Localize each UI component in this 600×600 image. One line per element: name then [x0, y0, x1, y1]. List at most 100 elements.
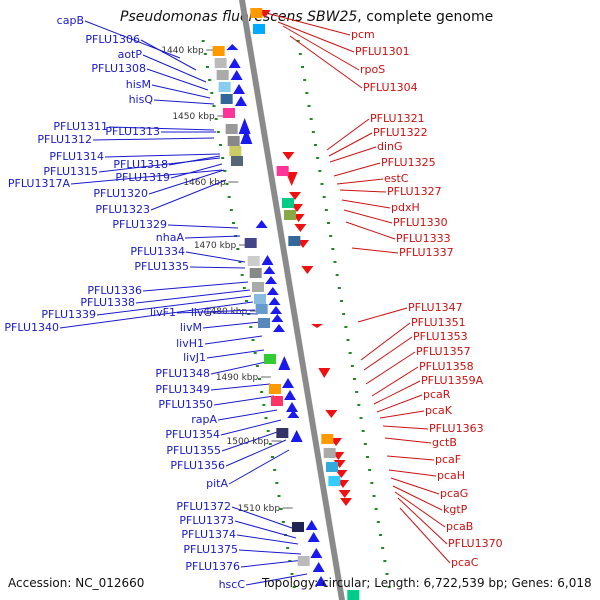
right-gene-label: pcaH: [437, 469, 465, 482]
ruler-tick: [216, 131, 220, 133]
right-label-leader: [399, 507, 451, 564]
ruler-tick: [320, 183, 324, 185]
left-label-leader: [153, 99, 215, 105]
left-gene-label: capB: [57, 14, 84, 27]
ruler-tick: [262, 404, 266, 406]
ruler-tick: [255, 365, 259, 367]
feature-block: [326, 462, 338, 472]
right-label-leader: [277, 21, 355, 53]
left-label-leader: [92, 137, 215, 141]
right-gene-label: pcaR: [423, 388, 451, 401]
forward-gene-arrow: [282, 378, 294, 388]
ruler-tick: [331, 248, 335, 250]
feature-block: [347, 590, 360, 600]
forward-gene-arrow: [228, 58, 241, 68]
feature-block: [254, 294, 266, 304]
right-gene-label: PFLU1327: [387, 185, 442, 198]
right-gene-label: kgtP: [443, 503, 468, 516]
ruler-tick: [279, 508, 283, 510]
left-label-leader: [231, 506, 293, 529]
left-label-leader: [168, 155, 221, 166]
ruler-tick: [387, 586, 391, 588]
feature-block: [282, 198, 294, 208]
right-label-leader: [360, 322, 411, 361]
right-gene-label: PFLU1347: [408, 301, 463, 314]
reverse-gene-arrow: [294, 224, 307, 232]
ruler-tick: [242, 287, 246, 289]
left-label-leader: [185, 251, 246, 263]
ruler-tick: [288, 560, 292, 562]
left-gene-label: PFLU1354: [165, 428, 220, 441]
feature-block: [297, 556, 310, 566]
forward-gene-arrow: [273, 324, 285, 332]
ruler-tick: [229, 209, 233, 211]
feature-block: [227, 136, 240, 146]
ruler-tick: [201, 40, 205, 42]
right-label-leader: [371, 366, 419, 397]
left-label-leader: [189, 266, 246, 269]
forward-gene-arrow: [312, 562, 325, 572]
ruler-tick: [208, 79, 212, 81]
ruler-tick: [346, 339, 350, 341]
reverse-gene-arrow: [318, 368, 331, 378]
left-gene-label: PFLU1348: [155, 367, 210, 380]
right-gene-label: PFLU1321: [370, 112, 425, 125]
forward-gene-arrow: [261, 255, 274, 265]
left-label-leader: [142, 54, 207, 83]
left-gene-label: PFLU1314: [49, 150, 104, 163]
right-label-leader: [388, 469, 437, 477]
right-gene-label: estC: [384, 172, 409, 185]
feature-block: [231, 156, 243, 166]
left-label-leader: [167, 224, 239, 229]
feature-block: [225, 124, 238, 134]
feature-block: [258, 318, 270, 328]
forward-gene-arrow: [233, 84, 245, 94]
left-gene-label: PFLU1374: [181, 528, 236, 541]
forward-gene-arrow: [284, 390, 296, 400]
forward-gene-arrow: [310, 548, 323, 558]
left-gene-label: PFLU1376: [185, 560, 240, 573]
feature-block: [284, 210, 296, 220]
ruler-tick: [379, 534, 382, 536]
right-gene-label: pcaB: [446, 520, 473, 533]
ruler-tick: [361, 430, 365, 432]
left-label-leader: [217, 409, 278, 421]
right-label-leader: [357, 307, 408, 323]
ruler-tick: [268, 443, 272, 445]
forward-gene-arrow: [226, 44, 239, 50]
reverse-gene-arrow: [325, 410, 338, 418]
left-gene-label: livH1: [176, 337, 204, 350]
left-label-leader: [238, 549, 302, 555]
right-label-leader: [394, 491, 446, 528]
forward-gene-arrow: [263, 266, 276, 274]
left-label-leader: [220, 419, 282, 436]
feature-block: [321, 434, 334, 444]
left-label-leader: [96, 295, 252, 316]
ruler-tick: [316, 157, 320, 159]
feature-block: [264, 354, 276, 364]
left-gene-label: PFLU1338: [80, 296, 135, 309]
feature-block: [292, 522, 304, 532]
left-gene-label: PFLU1313: [105, 125, 160, 138]
ruler-tick: [277, 495, 281, 497]
ruler-tick: [329, 235, 333, 237]
left-label-leader: [59, 301, 254, 329]
right-label-leader: [326, 118, 370, 151]
ruler-tick: [240, 274, 244, 276]
ruler-tick: [324, 209, 328, 211]
feature-block: [288, 236, 301, 246]
left-gene-label: livF1: [150, 306, 176, 319]
forward-gene-arrow: [240, 128, 253, 144]
kbp-marker: 1460 kbp: [183, 178, 226, 188]
right-gene-label: PFLU1357: [416, 345, 471, 358]
left-label-leader: [140, 39, 197, 71]
left-label-leader: [104, 153, 221, 158]
ruler-tick: [298, 53, 302, 55]
right-gene-label: pcaK: [425, 404, 453, 417]
right-gene-label: pcaG: [440, 487, 468, 500]
left-label-leader: [151, 84, 211, 99]
topology-info: Topology: circular; Length: 6,722,539 bp…: [262, 576, 592, 590]
ruler-tick: [214, 118, 218, 120]
right-gene-label: PFLU1353: [413, 330, 468, 343]
